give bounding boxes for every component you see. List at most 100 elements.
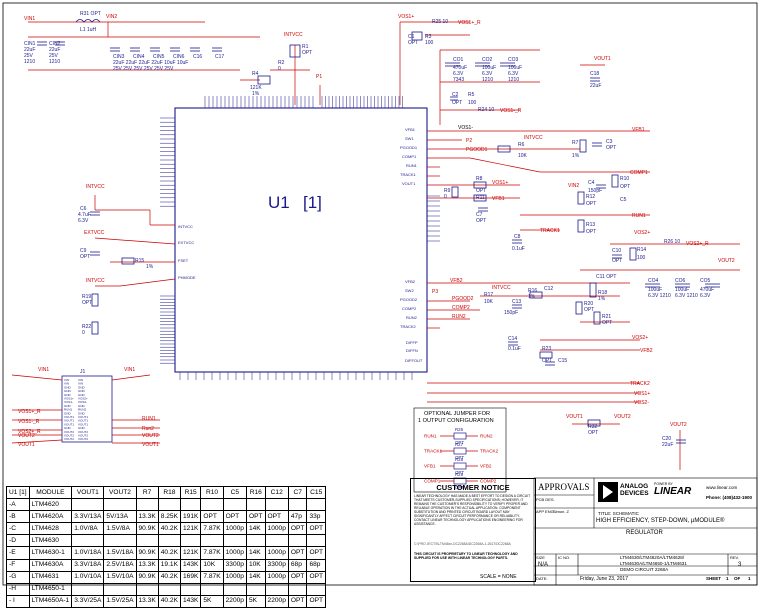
table-cell: 7.87K [200, 570, 224, 584]
table-cell: OPT [245, 510, 266, 524]
vfb1-net: VFB1 [632, 127, 645, 133]
r9-value: 0 [444, 194, 447, 200]
j1-right-pin-label: VOUT1 [78, 415, 88, 419]
table-cell [179, 534, 202, 548]
notice-title: CUSTOMER NOTICE [436, 483, 510, 492]
table-header-cell: R15 [179, 485, 202, 500]
table-cell: 33p [306, 510, 326, 524]
c3-label: C3 [606, 139, 613, 145]
r8-value: OPT [476, 188, 486, 194]
vout2-net-3: VOUT2 [670, 422, 687, 428]
jumper-left-net: VFB1 [424, 464, 436, 469]
r22-value: 0 [82, 330, 85, 336]
jumper-right-net: COMP2 [480, 479, 497, 484]
table-cell: 1.5V/8A [103, 522, 137, 536]
co2-size: 1210 [482, 77, 493, 83]
co5-label: CO5 [700, 278, 711, 284]
co6-label: CO6 [675, 278, 686, 284]
cin6-label: CIN6 [173, 54, 185, 60]
jumper-value: OPT [455, 470, 464, 475]
r13-value: OPT [586, 229, 596, 235]
table-cell: 1000p [222, 546, 247, 560]
out1-wires [399, 21, 605, 125]
table-header-cell: R18 [157, 485, 181, 500]
j1-vos2p: VOS2+_R [18, 429, 41, 435]
extvcc-net: EXTVCC [84, 230, 105, 236]
jumper-title-2: 1 OUTPUT CONFIGURATION [418, 418, 494, 424]
table-cell: -A [6, 498, 30, 512]
j1-left-pin-label: GND [64, 404, 72, 408]
table-cell [245, 498, 266, 512]
table-cell: -H [6, 582, 30, 596]
vos1p-net-2: VOS1+ [492, 180, 508, 186]
j1-right-pin-label: VOS2+ [78, 397, 88, 401]
table-cell [135, 534, 159, 548]
vos1n-net: VOS2- [634, 400, 649, 406]
r4-tol: 1% [252, 91, 260, 97]
vfb2-pin-label: VFB2 [405, 279, 416, 284]
table-cell: 2200p [222, 594, 247, 608]
cin1-size: 1210 [24, 59, 35, 65]
j1-right-pin-label: VIN [78, 382, 83, 386]
r20-value: OPT [584, 307, 594, 313]
table-cell: 5K [200, 594, 224, 608]
table-header-cell: R7 [135, 485, 159, 500]
j1-right-pin-label: GND [78, 426, 86, 430]
jumper-resistor [453, 447, 467, 455]
jumper-left-net: COMP1 [424, 479, 441, 484]
vout2-parts [587, 419, 686, 444]
table-cell [103, 582, 137, 596]
intvcc-net-2: INTVCC [524, 135, 543, 141]
intvcc-net-3: INTVCC [492, 285, 511, 291]
j1-run1: RUN1 [142, 416, 156, 422]
table-cell: 47p [287, 510, 308, 524]
track2-pin-label: TRACK2 [400, 324, 417, 329]
table-cell: 7.87K [200, 522, 224, 536]
table-cell: 8.25K [157, 510, 181, 524]
adi-logo-icon [598, 482, 618, 502]
demo-circuit: DEMO CIRCUIT 2268A [620, 567, 669, 572]
r18-value: 1% [598, 296, 606, 302]
table-cell: 1000p [264, 546, 289, 560]
run2-net: RUN2 [452, 314, 466, 320]
j1-left-pin-label: VIN [64, 378, 69, 382]
c3-value: OPT [606, 145, 616, 151]
table-cell: OPT [222, 510, 247, 524]
c14-value: 0.1uF [508, 346, 521, 352]
j1-left-pin-label: VOUT2 [64, 434, 74, 438]
table-cell: 3300p [264, 558, 289, 572]
intvcc-net-5: INTVCC [86, 278, 105, 284]
table-cell: LTM4628 [28, 522, 73, 536]
jumper-right-net: TRACK2 [480, 449, 499, 454]
u1-ref: U1 [268, 193, 290, 212]
table-cell: 1.5V/25A [103, 594, 137, 608]
table-cell [222, 534, 247, 548]
table-header-cell: C12 [264, 485, 289, 500]
table-cell: OPT [287, 594, 308, 608]
j1-left-pin-label: RUN1 [64, 408, 72, 412]
table-cell: 13.3K [135, 510, 159, 524]
table-header-cell: C7 [287, 485, 308, 500]
table-cell: 143K [179, 558, 202, 572]
c14-label: C14 [508, 336, 517, 342]
co6-volt: 6.3V 1210 [675, 293, 698, 299]
l1-label: L1 1uH [80, 27, 97, 33]
r10-value: OPT [620, 184, 630, 190]
table-cell [264, 534, 289, 548]
j1-vin-right: VIN1 [124, 367, 135, 373]
table-cell: -G [6, 570, 30, 584]
intvcc-pin-label: INTVCC [178, 224, 193, 229]
cin1-volt: 25V [24, 53, 34, 59]
p1-net: P1 [316, 74, 322, 80]
j1-right-pin-label: VOUT2 [78, 430, 88, 434]
r19-label: R19 [82, 294, 91, 300]
r6-label: R6 [518, 142, 525, 148]
table-header-cell: VOUT2 [103, 485, 137, 500]
table-cell [200, 498, 224, 512]
left-mid-parts [90, 211, 135, 335]
c20-label: C20 [662, 436, 671, 442]
r26b-label: R26 10 [664, 239, 680, 245]
run1-net: RUN1 [632, 213, 646, 219]
table-cell: 1000p [264, 570, 289, 584]
